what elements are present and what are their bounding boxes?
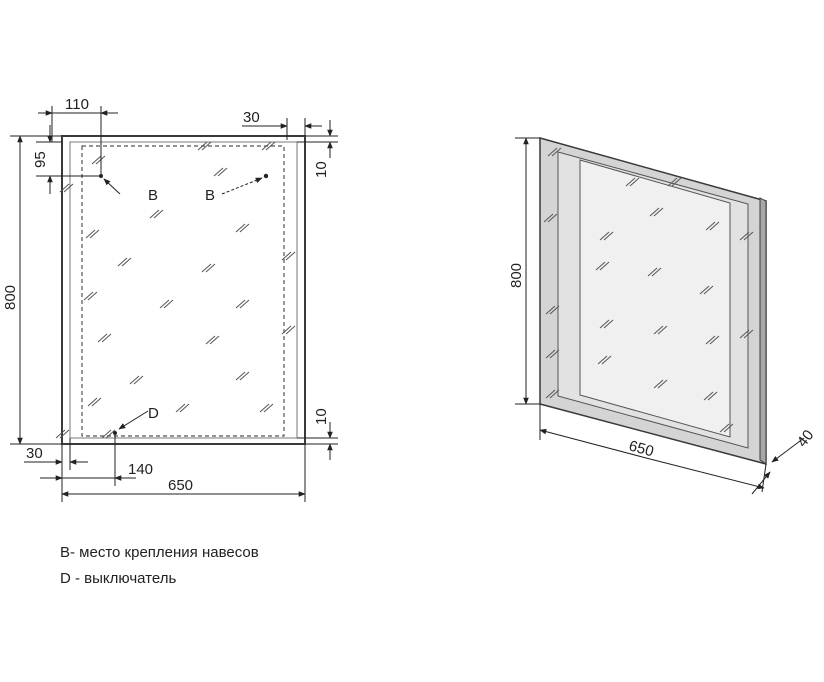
mirror-outer-frame xyxy=(61,135,306,445)
iso-view: 800 650 40 xyxy=(508,137,818,495)
iso-mirror-side xyxy=(759,197,767,465)
switch-label: D xyxy=(148,405,159,422)
dim-bottom-edge: 10 xyxy=(313,408,330,425)
iso-glass xyxy=(579,159,731,438)
dim-iso-width: 650 xyxy=(627,437,656,460)
mount-label-left: B xyxy=(148,187,158,204)
dim-bottom-left: 30 xyxy=(26,445,43,462)
dim-top-right-margin: 30 xyxy=(243,109,260,126)
dim-top-offset: 95 xyxy=(32,151,49,168)
dim-top-left-margin: 110 xyxy=(65,96,89,113)
dim-front-height: 800 xyxy=(2,285,19,310)
legend-switch: D - выключатель xyxy=(60,570,177,587)
dim-switch-offset: 140 xyxy=(128,461,153,478)
dim-iso-depth: 40 xyxy=(794,427,818,451)
front-view: B B D 110 30 95 800 10 xyxy=(2,96,338,502)
mount-point-right xyxy=(263,173,269,179)
mirror-inner-frame xyxy=(69,141,298,439)
dim-iso-height: 800 xyxy=(508,263,525,288)
glass-reflection-marks xyxy=(55,141,296,439)
mount-label-right: B xyxy=(205,187,215,204)
legend-mount: B- место крепления навесов xyxy=(60,544,259,561)
dim-front-width: 650 xyxy=(168,477,193,494)
iso-reflection-marks xyxy=(543,147,754,433)
dim-top-edge: 10 xyxy=(313,161,330,178)
backlight-dashed-outline xyxy=(81,145,285,437)
